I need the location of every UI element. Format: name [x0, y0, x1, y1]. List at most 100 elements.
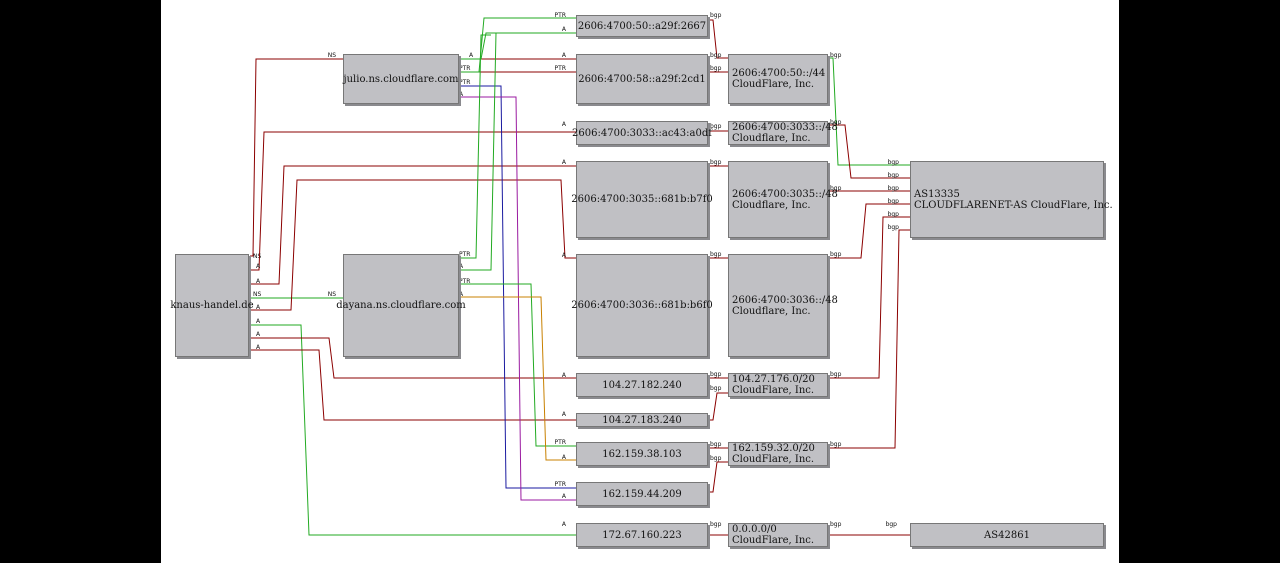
edge-a-182-240 — [250, 337, 576, 379]
edge-asn-162 — [828, 229, 910, 449]
node-ipv4-172-67-160-223: 172.67.160.223 — [576, 523, 708, 547]
edge-label: A — [256, 278, 261, 285]
edge-label: bgp — [888, 159, 900, 166]
node-root-domain: knaus-handel.de — [170, 254, 254, 357]
node-nameserver-dayana: dayana.ns.cloudflare.com — [336, 254, 466, 357]
node-label-line: 2606:4700:3035::/48 — [732, 188, 838, 200]
edge-asn-104 — [828, 216, 910, 379]
edge-label: bgp — [888, 198, 900, 205]
node-ipv4-162-159-38-103: 162.159.38.103 — [576, 442, 708, 466]
node-label-line: 2606:4700:58::a29f:2cd1 — [578, 73, 706, 85]
edge-label: A — [562, 26, 567, 33]
edge-label: bgp — [830, 251, 842, 258]
edge-label: bgp — [888, 224, 900, 231]
edge-label: bgp — [710, 371, 722, 378]
edge-label: bgp — [830, 521, 842, 528]
node-label-line: 2606:4700:50::/44 — [732, 68, 826, 79]
edge-label: A — [256, 304, 261, 311]
edge-julio-ptr-2667 — [459, 17, 576, 73]
edge-label: bgp — [710, 251, 722, 258]
node-label-line: 162.159.44.209 — [602, 488, 682, 500]
edge-label: PTR — [459, 79, 470, 86]
edge-label: A — [469, 52, 474, 59]
node-label-line: Cloudflare, Inc. — [732, 305, 811, 317]
edge-label: A — [256, 318, 261, 325]
node-label-line: AS42861 — [984, 529, 1030, 541]
edge-label: PTR — [459, 251, 470, 258]
edge-label: bgp — [710, 385, 722, 392]
edge-julio-a-44209 — [459, 85, 576, 489]
edge-label: A — [256, 263, 261, 270]
edge-asn-50-44 — [828, 57, 910, 166]
edge-a-b6f0 — [250, 179, 576, 311]
edge-asn-3036 — [828, 203, 910, 259]
edge-a-ac43 — [250, 131, 576, 271]
node-label-line: 104.27.176.0/20 — [732, 374, 815, 385]
edge-label: bgp — [830, 185, 842, 192]
node-label-line: Cloudflare, Inc. — [732, 133, 811, 144]
node-label-line: Cloudflare, Inc. — [732, 199, 811, 211]
node-ipv6-a29f-2cd1: 2606:4700:58::a29f:2cd1 — [576, 54, 708, 104]
node-label-line: CLOUDFLARENET-AS CloudFlare, Inc. — [914, 199, 1113, 211]
node-label-line: 104.27.182.240 — [602, 379, 682, 391]
node-label-line: 2606:4700:3033::/48 — [732, 122, 838, 133]
node-label-line: 2606:4700:3033::ac43:a0df — [572, 127, 712, 139]
edge-label: A — [562, 52, 567, 59]
node-nameserver-julio: julio.ns.cloudflare.com — [343, 54, 459, 104]
edge-label: bgp — [710, 65, 722, 72]
edge-asn-3033 — [828, 124, 910, 179]
edge-label: PTR — [459, 65, 470, 72]
edge-label: A — [459, 91, 464, 98]
edge-label: bgp — [888, 185, 900, 192]
edge-label: PTR — [459, 278, 470, 285]
edge-label: PTR — [555, 439, 566, 446]
edge-label: A — [562, 121, 567, 128]
edge-label: A — [459, 263, 464, 270]
edge-label: bgp — [710, 52, 722, 59]
edge-a-160-223 — [250, 324, 576, 536]
edge-label: bgp — [888, 172, 900, 179]
edge-label: bgp — [830, 119, 842, 126]
edge-label: A — [562, 159, 567, 166]
node-ipv6-a29f-2667: 2606:4700:50::a29f:2667 — [576, 15, 708, 37]
node-label-line: 162.159.38.103 — [602, 448, 682, 460]
edge-label: PTR — [555, 12, 566, 19]
edge-label: A — [562, 521, 567, 528]
node-label-line: AS13335 — [914, 188, 960, 200]
node-label-line: CloudFlare, Inc. — [732, 454, 815, 465]
node-label-line: CloudFlare, Inc. — [732, 79, 815, 90]
node-label-line: julio.ns.cloudflare.com — [343, 73, 459, 85]
edge-julio-ptr-44209 — [459, 96, 576, 501]
node-ipv4-162-159-44-209: 162.159.44.209 — [576, 482, 708, 506]
node-label-line: 2606:4700:3036::/48 — [732, 294, 838, 306]
edge-label: bgp — [710, 441, 722, 448]
edge-label: bgp — [886, 521, 898, 528]
edge-bgp-183-240 — [708, 392, 728, 421]
edge-label: NS — [253, 253, 261, 260]
edge-label: A — [459, 291, 464, 298]
edge-label: A — [562, 454, 567, 461]
node-label-line: 172.67.160.223 — [602, 529, 682, 541]
node-ipv4-104-27-183-240: 104.27.183.240 — [576, 413, 708, 427]
node-ipv4-104-27-182-240: 104.27.182.240 — [576, 373, 708, 397]
edge-label: PTR — [555, 481, 566, 488]
edge-label: bgp — [830, 52, 842, 59]
node-ipv6-681b-b6f0: 2606:4700:3036::681b:b6f0 — [571, 254, 713, 357]
node-label-line: knaus-handel.de — [170, 300, 254, 311]
edge-label: A — [562, 252, 567, 259]
edge-label: A — [256, 331, 261, 338]
edge-bgp-2667 — [708, 19, 728, 59]
node-ipv6-681b-b7f0: 2606:4700:3035::681b:b7f0 — [571, 161, 713, 238]
edge-label: A — [562, 411, 567, 418]
edge-label: NS — [328, 52, 336, 59]
node-label-line: 0.0.0.0/0 — [732, 524, 777, 535]
edge-julio-a-2667 — [459, 32, 576, 60]
node-label-line: CloudFlare, Inc. — [732, 385, 815, 396]
edge-label: A — [562, 493, 567, 500]
